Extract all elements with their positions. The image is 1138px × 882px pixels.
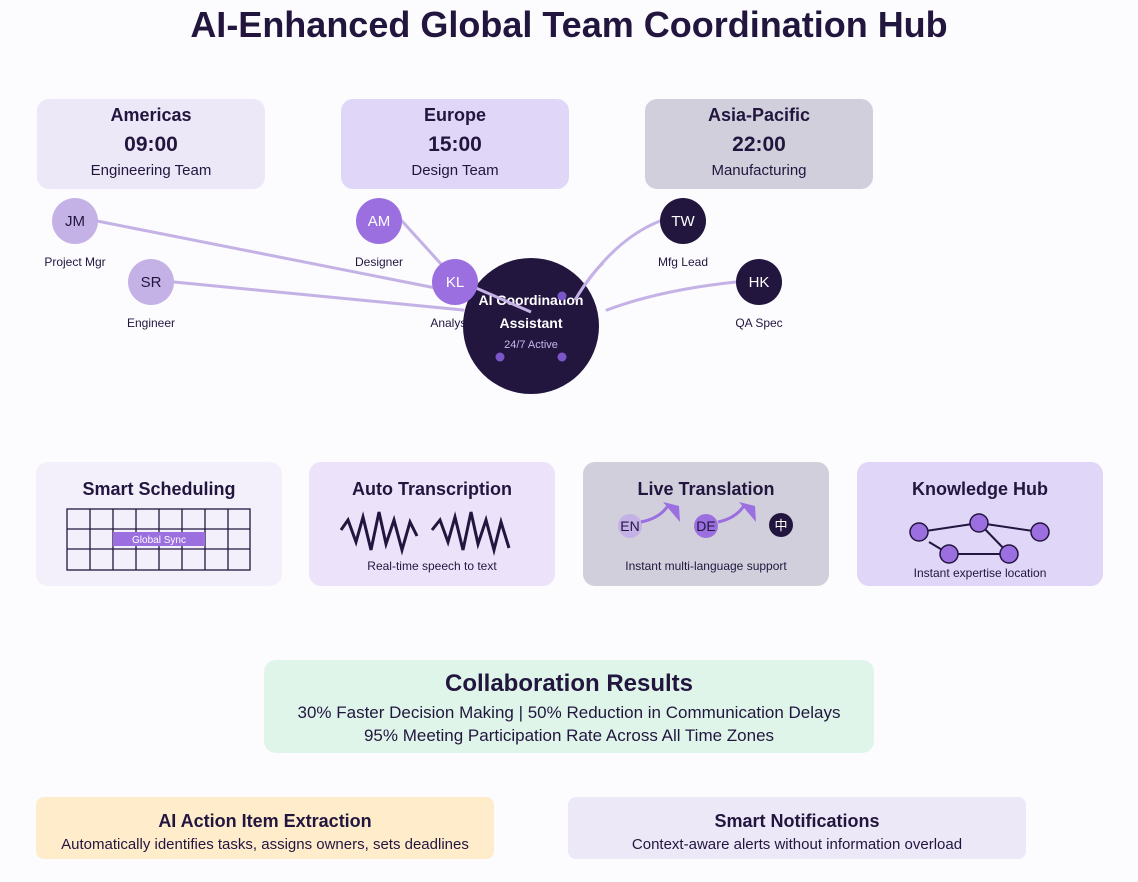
page-title: AI-Enhanced Global Team Coordination Hub [190, 4, 948, 45]
results-line-1: 30% Faster Decision Making | 50% Reducti… [297, 703, 841, 722]
avatar-initials: TW [671, 212, 695, 230]
hub-title-line1: AI Coordination [478, 292, 584, 308]
feature-card-knowledge-hub: Knowledge Hub Instant expertise location [857, 462, 1103, 586]
avatar-kl: KL [432, 259, 478, 305]
avatar-initials: KL [445, 273, 465, 291]
hub-title-line2: Assistant [499, 315, 563, 331]
link-kl-overlay [475, 286, 532, 314]
lang-bubble-en [618, 514, 642, 538]
feature-title: Live Translation [637, 479, 775, 499]
region-team: Manufacturing [711, 162, 807, 179]
lang-de: DE [696, 518, 715, 534]
region-time: 09:00 [124, 133, 178, 156]
region-team: Design Team [411, 162, 499, 179]
avatar-sr: SR [128, 259, 174, 305]
role-label: Analyst [430, 316, 470, 330]
feature-card-smart-scheduling: Smart Scheduling Global Sync [36, 462, 282, 586]
avatar-tw: TW [660, 198, 706, 244]
waveform-icon [339, 511, 511, 556]
region-card-americas: Americas 09:00 Engineering Team [37, 99, 265, 189]
avatar-hk: HK [736, 259, 782, 305]
role-label: Engineer [126, 316, 176, 330]
feature-title: Smart Scheduling [82, 479, 236, 499]
role-label: QA Spec [735, 316, 783, 330]
hub-status: 24/7 Active [504, 339, 558, 351]
feature-caption: Instant expertise location [913, 566, 1047, 580]
arrow-curve [640, 503, 671, 524]
link-tw-overlay [573, 261, 605, 301]
region-name: Americas [110, 105, 192, 125]
role-label: Project Mgr [44, 255, 106, 269]
role-label: Designer [354, 255, 404, 269]
results-line-2: 95% Meeting Participation Rate Across Al… [363, 726, 775, 745]
feature-title: Auto Transcription [351, 479, 512, 499]
lang-zh: 中 [774, 519, 787, 534]
avatar-initials: HK [748, 273, 770, 291]
feature-title: Knowledge Hub [912, 479, 1048, 499]
avatar-am: AM [356, 198, 402, 244]
avatar-initials: SR [140, 273, 162, 291]
card-description: Context-aware alerts without information… [631, 836, 963, 853]
region-name: Europe [423, 105, 486, 125]
region-time: 22:00 [732, 133, 786, 156]
global-sync-label: Global Sync [132, 535, 186, 546]
region-card-asia-pacific: Asia-Pacific 22:00 Manufacturing [645, 99, 873, 189]
card-description: Automatically identifies tasks, assigns … [61, 836, 469, 853]
lang-bubble-de [694, 514, 718, 538]
calendar-grid-icon: Global Sync [66, 508, 251, 571]
hub-dot [557, 291, 567, 301]
results-title: Collaboration Results [444, 670, 694, 697]
card-title: Smart Notifications [714, 811, 880, 831]
avatar-initials: AM [367, 212, 391, 230]
translation-icon: EN DE 中 [618, 502, 793, 538]
region-time: 15:00 [428, 133, 482, 156]
collaboration-results: Collaboration Results 30% Faster Decisio… [264, 660, 874, 753]
feature-card-auto-transcription: Auto Transcription Real-time speech to t… [309, 462, 555, 586]
role-label: Mfg Lead [657, 255, 709, 269]
link-jm [95, 219, 468, 296]
arrow-head [663, 502, 680, 522]
feature-caption: Instant multi-language support [625, 559, 787, 573]
region-card-europe: Europe 15:00 Design Team [341, 99, 569, 189]
lang-en: EN [620, 518, 639, 534]
avatar-jm: JM [52, 198, 98, 244]
region-team: Engineering Team [90, 162, 212, 179]
ai-coordination-hub: AI Coordination Assistant 24/7 Active [463, 258, 599, 394]
knowledge-graph-icon [909, 513, 1050, 564]
arrow-head [739, 502, 756, 522]
card-title: AI Action Item Extraction [158, 811, 372, 831]
link-hk [605, 280, 738, 312]
feature-card-live-translation: Live Translation EN DE 中 Instant multi-l… [583, 462, 829, 586]
link-sr [172, 280, 465, 312]
hub-dot [495, 352, 505, 362]
action-item-extraction-card: AI Action Item Extraction Automatically … [36, 797, 494, 859]
avatar-initials: JM [65, 212, 85, 230]
arrow-curve [717, 503, 747, 524]
region-name: Asia-Pacific [707, 105, 811, 125]
lang-bubble-zh [769, 513, 793, 537]
hub-dot [557, 352, 567, 362]
feature-caption: Real-time speech to text [367, 559, 497, 573]
smart-notifications-card: Smart Notifications Context-aware alerts… [568, 797, 1026, 859]
